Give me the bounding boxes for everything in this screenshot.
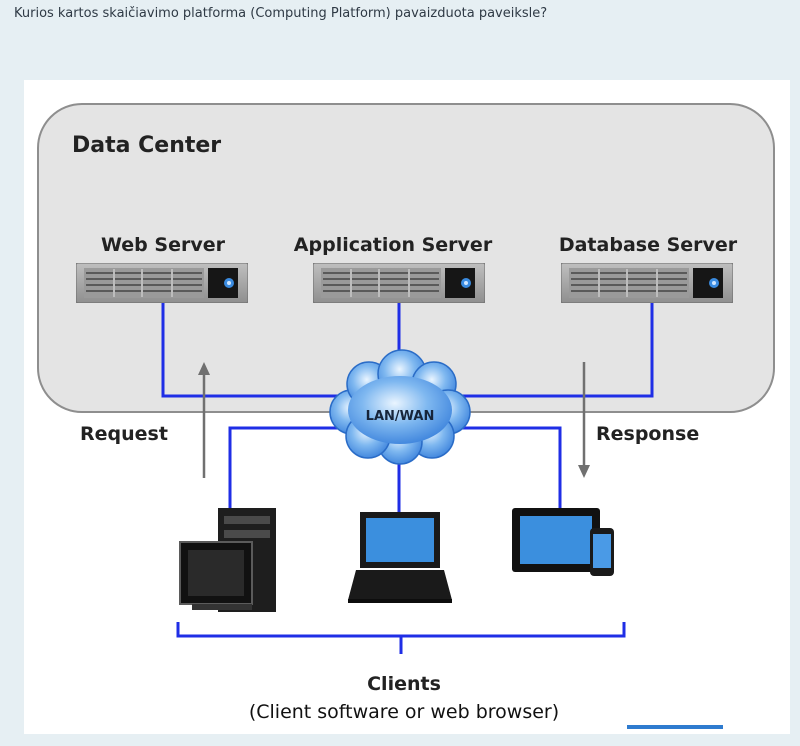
clients-sublabel: (Client software or web browser) (249, 701, 559, 723)
laptop-icon (348, 512, 452, 603)
diagram-svg: Data Center Web Server Application Serve… (37, 103, 775, 723)
tablet-and-phone-icon (512, 508, 614, 576)
database-server-icon (561, 263, 733, 303)
database-server-label: Database Server (559, 234, 738, 256)
request-label: Request (80, 423, 168, 445)
computing-platform-diagram: Data Center Web Server Application Serve… (24, 80, 790, 734)
question-text: Kurios kartos skaičiavimo platforma (Com… (14, 6, 548, 21)
scroll-indicator (627, 725, 723, 729)
web-server-label: Web Server (101, 234, 226, 256)
application-server-label: Application Server (294, 234, 493, 256)
clients-bracket (176, 622, 626, 654)
request-arrow-icon (198, 362, 210, 478)
clients-label: Clients (367, 673, 441, 695)
lan-wan-label: LAN/WAN (366, 409, 435, 424)
web-server-icon (76, 263, 248, 303)
response-arrow-icon (578, 362, 590, 478)
lan-wan-cloud-icon: LAN/WAN (329, 349, 471, 465)
desktop-computer-icon (179, 508, 276, 612)
response-label: Response (596, 423, 699, 445)
application-server-icon (313, 263, 485, 303)
data-center-label: Data Center (72, 133, 221, 158)
